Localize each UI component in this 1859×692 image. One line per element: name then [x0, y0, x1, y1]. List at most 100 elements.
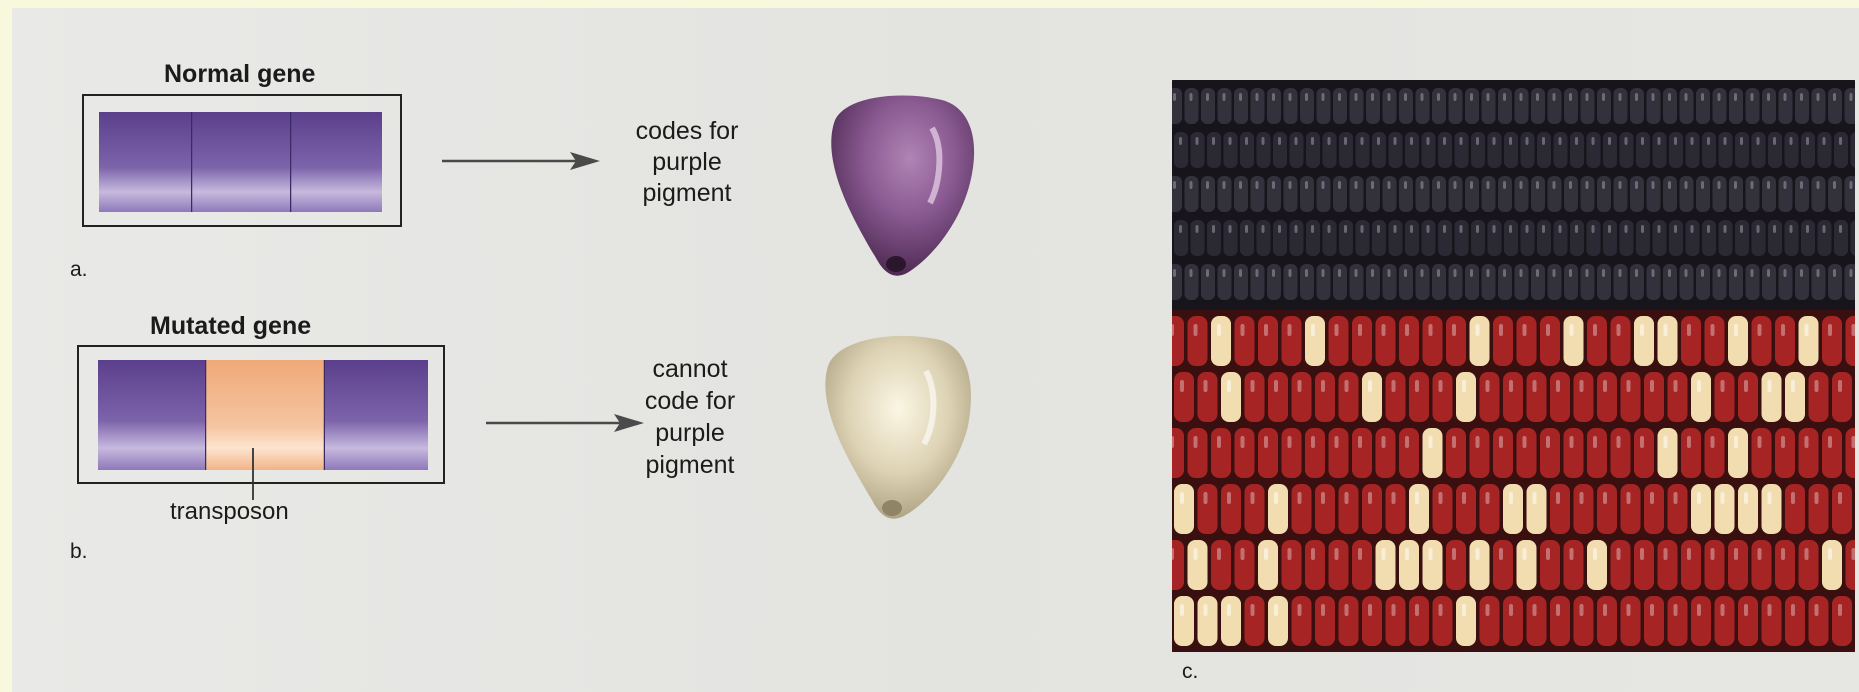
corn-kernel-shape	[1822, 428, 1842, 478]
corn-kernel-shape	[1668, 484, 1688, 534]
corn-kernel-shape	[1352, 540, 1372, 590]
corn-kernel-shape	[1352, 428, 1372, 478]
panel-a-line-1: codes for	[607, 116, 767, 147]
corn-kernel-shape	[1809, 484, 1829, 534]
panel-b-line-3: purple	[610, 417, 770, 449]
white-corn-kernel	[808, 326, 978, 526]
corn-kernel-shape	[1487, 181, 1490, 189]
corn-kernel-shape	[1597, 372, 1617, 422]
corn-kernel-shape	[1355, 269, 1358, 277]
corn-kernel-shape	[1668, 372, 1688, 422]
corn-kernel-shape	[1587, 428, 1607, 478]
corn-kernel-shape	[1658, 316, 1678, 366]
corn-kernel-shape	[1603, 380, 1607, 392]
corn-kernel-shape	[1556, 604, 1560, 616]
corn-kernel-shape	[1691, 372, 1711, 422]
corn-kernel-shape	[1179, 225, 1182, 233]
corn-kernel-shape	[1570, 548, 1574, 560]
corn-kernel-shape	[1593, 436, 1597, 448]
corn-kernel-shape	[1198, 484, 1218, 534]
corn-kernel-shape	[1194, 436, 1198, 448]
corn-kernel-shape	[1691, 484, 1711, 534]
corn-kernel-shape	[1335, 324, 1339, 336]
corn-kernel-shape	[1204, 604, 1208, 616]
corn-kernel-shape	[1751, 93, 1754, 101]
corn-kernel-shape	[1386, 596, 1406, 646]
corn-kernel-shape	[1640, 324, 1644, 336]
corn-kernel-shape	[1362, 484, 1382, 534]
corn-kernel-shape	[1752, 428, 1772, 478]
corn-kernel-shape	[1335, 548, 1339, 560]
corn-kernel-shape	[1805, 324, 1809, 336]
corn-kernel-shape	[1487, 93, 1490, 101]
corn-kernel-shape	[1674, 137, 1677, 145]
corn-kernel-shape	[1376, 540, 1396, 590]
corn-kernel-shape	[1597, 596, 1617, 646]
arrow-a	[442, 146, 602, 176]
corn-kernel-shape	[1358, 548, 1362, 560]
corn-kernel-shape	[1227, 380, 1231, 392]
corn-kernel-shape	[1701, 181, 1704, 189]
corn-kernel-shape	[1634, 428, 1654, 478]
corn-kernel-shape	[1845, 176, 1856, 212]
corn-kernel-shape	[1822, 316, 1842, 366]
corn-kernel-shape	[1421, 269, 1424, 277]
corn-kernel-shape	[1172, 324, 1174, 336]
corn-kernel-shape	[1298, 492, 1302, 504]
corn-kernel-shape	[1172, 436, 1174, 448]
corn-kernel-shape	[1809, 372, 1829, 422]
corn-kernel-shape	[1621, 596, 1641, 646]
corn-kernel-shape	[1409, 484, 1429, 534]
corn-kernel-shape	[1790, 137, 1793, 145]
corn-kernel-shape	[1503, 484, 1523, 534]
corn-kernel-shape	[1456, 484, 1476, 534]
transposon-segment-graphic	[205, 360, 325, 470]
corn-kernel-shape	[1268, 596, 1288, 646]
corn-kernel-shape	[1509, 137, 1512, 145]
corn-kernel-shape	[1278, 225, 1281, 233]
corn-kernel-shape	[1832, 372, 1852, 422]
corn-kernel-shape	[1625, 137, 1628, 145]
corn-kernel-shape	[1241, 436, 1245, 448]
corn-kernel-shape	[1305, 428, 1325, 478]
corn-kernel-shape	[1241, 548, 1245, 560]
corn-kernel-shape	[1452, 548, 1456, 560]
corn-kernel-shape	[1540, 540, 1560, 590]
corn-kernel-shape	[1806, 137, 1809, 145]
corn-kernel-shape	[1668, 596, 1688, 646]
corn-kernel-shape	[1580, 492, 1584, 504]
corn-kernel-shape	[1454, 93, 1457, 101]
corn-kernel-shape	[1625, 225, 1628, 233]
corn-kernel-shape	[1198, 596, 1218, 646]
corn-kernel-shape	[1517, 428, 1537, 478]
corn-kernel-shape	[1509, 225, 1512, 233]
corn-kernel-shape	[1241, 324, 1245, 336]
corn-kernel-shape	[1190, 93, 1193, 101]
corn-kernel-shape	[1443, 225, 1446, 233]
corn-kernel-shape	[1597, 484, 1617, 534]
textbook-page: Normal gene codes for purple pigment	[12, 8, 1859, 692]
corn-kernel-shape	[1520, 181, 1523, 189]
corn-kernel-shape	[1288, 324, 1292, 336]
corn-kernel-shape	[1493, 225, 1496, 233]
corn-kernel-shape	[1718, 93, 1721, 101]
corn-kernel-shape	[1173, 181, 1176, 189]
corn-kernel-shape	[1850, 181, 1853, 189]
corn-kernel-shape	[1767, 93, 1770, 101]
corn-kernel-shape	[1239, 93, 1242, 101]
corn-kernel-shape	[1486, 492, 1490, 504]
corn-kernel-shape	[1194, 324, 1198, 336]
corn-kernel-shape	[1644, 372, 1664, 422]
corn-kernel-shape	[1172, 428, 1184, 478]
mutated-gene-purple-left	[98, 360, 205, 470]
corn-kernel-shape	[1292, 484, 1312, 534]
corn-kernel-shape	[1800, 181, 1803, 189]
corn-ears-photo	[1172, 80, 1855, 652]
corn-kernel-shape	[1758, 324, 1762, 336]
corn-kernel-shape	[1846, 540, 1856, 590]
corn-kernel-shape	[1345, 604, 1349, 616]
corn-kernel-shape	[1493, 316, 1513, 366]
corn-kernel-shape	[1362, 596, 1382, 646]
corn-kernel-shape	[1295, 225, 1298, 233]
corn-kernel-shape	[1817, 93, 1820, 101]
